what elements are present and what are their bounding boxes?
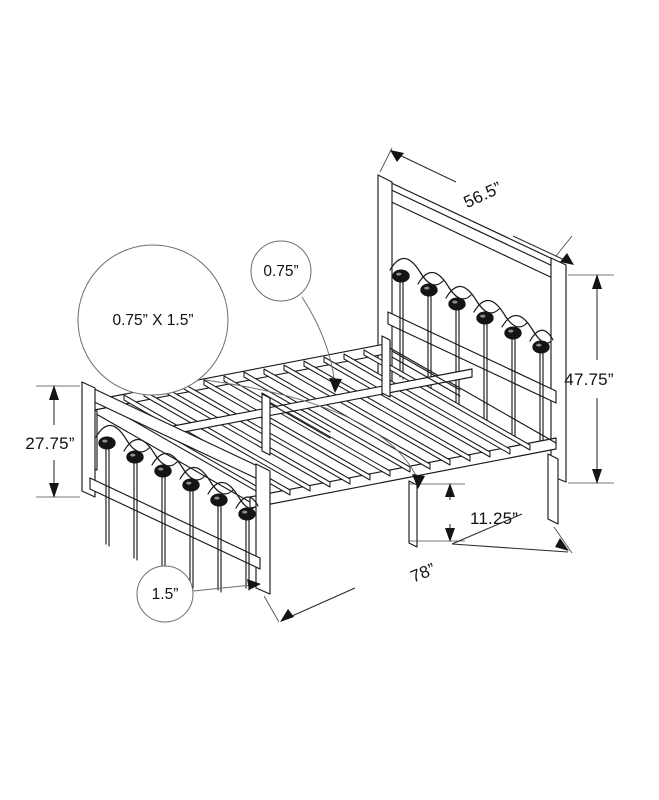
callout-label-slat-thickness: 0.75” <box>263 263 298 280</box>
dimension-label-headboard-width: 56.5” <box>461 178 505 212</box>
ball-joint <box>476 311 494 325</box>
leg-front-right <box>408 480 418 548</box>
head-end-rail <box>389 347 557 444</box>
dimension-deck-clearance: 11.25” <box>409 483 518 542</box>
slat <box>363 349 531 451</box>
center-support-post <box>381 335 391 398</box>
ball-joint <box>504 326 522 340</box>
near-side-rail <box>249 437 557 509</box>
callout-bubble-slat-thickness[interactable] <box>250 240 312 302</box>
ball-joint <box>392 269 410 283</box>
headboard-top-rail-highlight <box>384 186 560 270</box>
callout-label-rail-profile: 0.75” X 1.5” <box>113 312 194 329</box>
center-cross-brace <box>261 398 331 439</box>
callout-bubble-leg-thickness[interactable] <box>136 565 194 623</box>
ball-joint <box>182 478 200 492</box>
callout-slat-thickness[interactable]: 0.75” <box>250 240 342 393</box>
head-cross-brace <box>391 350 461 391</box>
ball-joint <box>210 493 228 507</box>
slat <box>323 356 491 458</box>
headboard-right-post <box>550 257 567 483</box>
bed-frame-body <box>81 174 567 595</box>
dimension-footboard-height: 27.75” <box>25 385 80 498</box>
slat <box>203 379 371 481</box>
ball-joint <box>238 507 256 521</box>
dimension-label-deck-clearance: 11.25” <box>470 509 518 528</box>
ball-joint <box>420 283 438 297</box>
dimension-label-footboard-height: 27.75” <box>25 434 75 453</box>
head-cross-brace <box>391 356 461 397</box>
slat <box>283 364 451 466</box>
footboard-right-post <box>255 463 271 595</box>
leg-back-right <box>547 453 559 525</box>
footboard-left-post <box>81 381 96 498</box>
callout-label-leg-thickness: 1.5” <box>152 586 179 603</box>
slat-deck <box>83 335 557 509</box>
slat <box>243 371 411 473</box>
foot-end-rail <box>83 406 251 503</box>
headboard-lower-rail <box>387 311 557 404</box>
footboard-arch-group <box>95 424 259 593</box>
center-cross-brace <box>261 392 331 433</box>
ball-joint <box>448 297 466 311</box>
ball-joint <box>154 464 172 478</box>
ball-joint <box>98 436 116 450</box>
ball-joint <box>126 450 144 464</box>
slat <box>303 360 471 462</box>
dimension-label-headboard-height: 47.75” <box>564 370 614 389</box>
dimension-bed-length: 78” <box>263 513 573 623</box>
callout-rail-profile[interactable]: 0.75” X 1.5” <box>77 244 425 489</box>
callout-leg-thickness[interactable]: 1.5” <box>136 565 261 623</box>
ball-joint <box>532 340 550 354</box>
footboard <box>81 381 271 595</box>
callout-bubble-rail-profile[interactable] <box>77 244 229 396</box>
dimension-headboard-height: 47.75” <box>564 274 614 484</box>
center-support-post <box>261 393 271 456</box>
dimension-label-bed-length: 78” <box>408 559 439 586</box>
